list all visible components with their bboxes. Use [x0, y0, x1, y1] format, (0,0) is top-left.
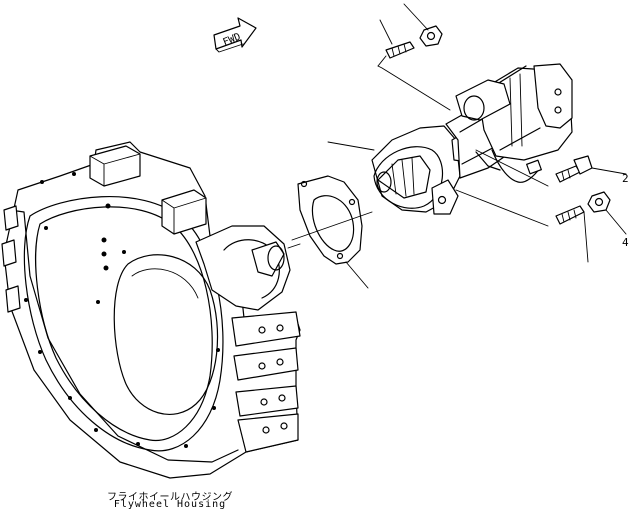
callout-number-upper: 2 — [622, 172, 629, 185]
starter-motor — [371, 63, 573, 215]
caption-japanese: フライホイールハウジング — [107, 492, 233, 503]
lower-stud-bolt — [555, 205, 585, 225]
fwd-arrow-icon: FWD — [213, 17, 257, 53]
upper-nut — [419, 25, 443, 47]
right-nut — [587, 191, 611, 213]
housing-bolt-holes — [24, 172, 220, 448]
leader-lines — [287, 3, 627, 289]
callout-number-lower: 4 — [622, 236, 629, 249]
right-hex-bolt — [555, 155, 593, 183]
upper-stud-bolt — [385, 41, 415, 59]
starter-gasket — [297, 175, 363, 265]
caption-english: Flywheel Housing — [113, 499, 227, 510]
flywheel-housing — [1, 141, 301, 479]
